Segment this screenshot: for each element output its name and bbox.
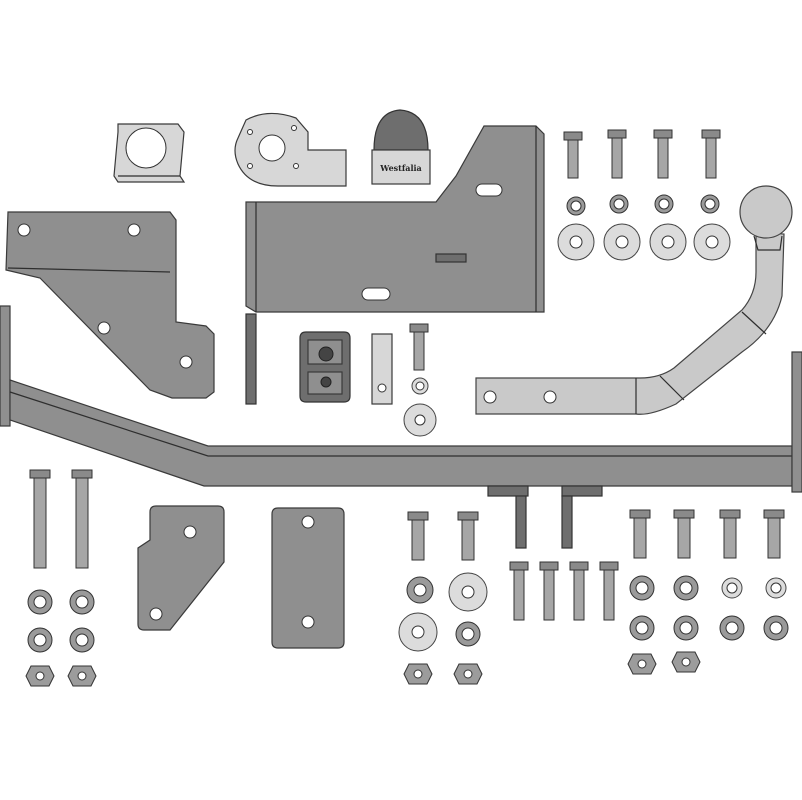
spacer-block (299, 331, 351, 403)
flat-washer-middle (403, 403, 437, 437)
flat-washer-br-6 (763, 615, 789, 641)
flat-washer-br-2 (673, 575, 699, 601)
center-mounting-bracket (245, 125, 545, 405)
bolt-middle-small (409, 323, 429, 371)
socket-plate (113, 123, 186, 183)
socket-holder-bracket (234, 112, 347, 187)
flat-washer-top-4 (693, 223, 731, 261)
spring-washer-middle (411, 377, 429, 395)
electrical-socket: Westfalia (371, 109, 431, 185)
bolt-short-4 (599, 561, 619, 621)
tow-ball-neck (475, 231, 785, 415)
bolt-top-3 (653, 129, 673, 179)
reinforcement-plate-left (137, 505, 225, 631)
nut-br-2 (671, 651, 701, 673)
tow-ball (739, 185, 793, 251)
flat-washer-br-1 (629, 575, 655, 601)
bolt-short-3 (569, 561, 589, 621)
nut-bl-2 (67, 665, 97, 687)
flat-washer-top-1 (557, 223, 595, 261)
flat-washer-br-3 (629, 615, 655, 641)
socket-cover-text: Westfalia (379, 163, 422, 173)
bolt-top-2 (607, 129, 627, 179)
flat-washer-bl-3 (27, 627, 53, 653)
bolt-br-2 (673, 509, 695, 559)
flat-washer-bc-4 (455, 621, 481, 647)
flat-washer-br-4 (673, 615, 699, 641)
flat-washer-bl-4 (69, 627, 95, 653)
bolt-short-1 (509, 561, 529, 621)
bolt-bc-2 (457, 511, 479, 561)
spring-washer-top-1 (566, 196, 586, 216)
flat-washer-top-2 (603, 223, 641, 261)
bolt-br-4 (763, 509, 785, 559)
spring-washer-top-3 (654, 194, 674, 214)
spring-washer-br-2 (765, 577, 787, 599)
flat-washer-bl-1 (27, 589, 53, 615)
flat-washer-bc-3 (398, 612, 438, 652)
bolt-top-1 (563, 131, 583, 179)
flat-washer-bc-1 (406, 576, 434, 604)
main-crossbar (0, 305, 802, 549)
reinforcement-plate-right (271, 507, 345, 649)
flat-washer-top-3 (649, 223, 687, 261)
bolt-top-4 (701, 129, 721, 179)
flat-washer-bc-2 (448, 572, 488, 612)
nut-bc-1 (403, 663, 433, 685)
bolt-br-3 (719, 509, 741, 559)
bolt-short-2 (539, 561, 559, 621)
spring-washer-br-1 (721, 577, 743, 599)
nut-bl-1 (25, 665, 55, 687)
bolt-bc-1 (407, 511, 429, 561)
long-bolt-1 (29, 469, 51, 569)
flat-washer-br-5 (719, 615, 745, 641)
long-bolt-2 (71, 469, 93, 569)
nut-bc-2 (453, 663, 483, 685)
spacer-strip (371, 333, 393, 405)
left-side-bracket (5, 211, 215, 399)
nut-br-1 (627, 653, 657, 675)
spring-washer-top-2 (609, 194, 629, 214)
flat-washer-bl-2 (69, 589, 95, 615)
spring-washer-top-4 (700, 194, 720, 214)
bolt-br-1 (629, 509, 651, 559)
